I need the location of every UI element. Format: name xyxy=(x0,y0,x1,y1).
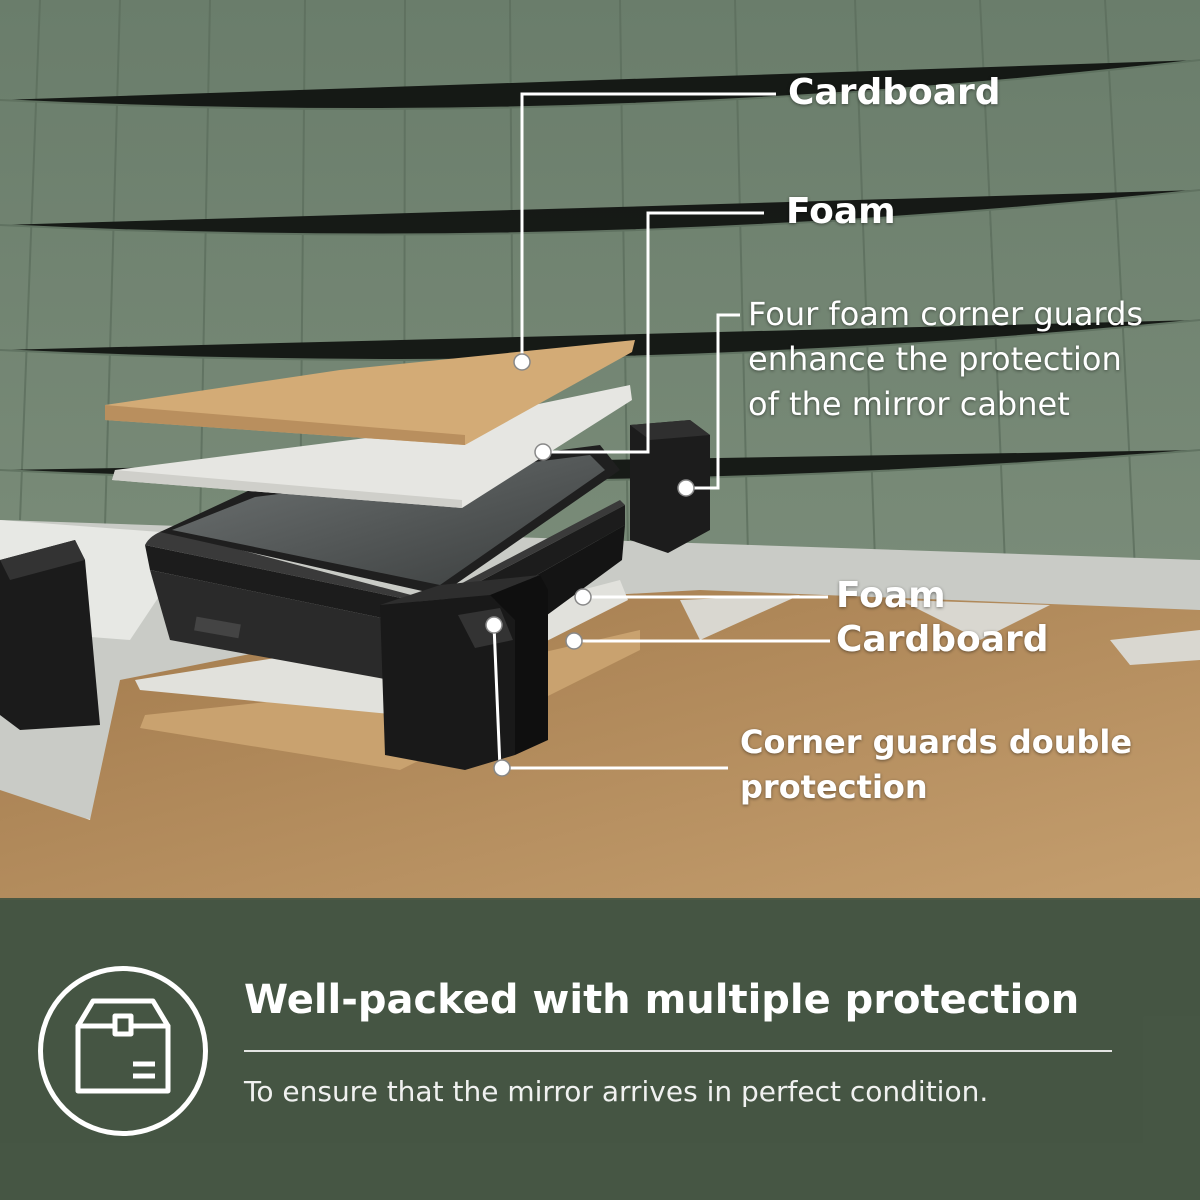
callout-corner-guards-line-3: of the mirror cabnet xyxy=(748,385,1070,423)
callout-bottom-cardboard: Cardboard xyxy=(836,619,1049,660)
callout-double-protection: Corner guards double protection xyxy=(740,720,1132,810)
tiled-wall xyxy=(0,0,1200,600)
callout-corner-guards-line-1: Four foam corner guards xyxy=(748,295,1144,333)
footer-subtitle: To ensure that the mirror arrives in per… xyxy=(244,1075,989,1108)
corner-guard-back-right xyxy=(630,420,710,553)
callout-double-protection-line-2: protection xyxy=(740,768,928,806)
footer-title: Well-packed with multiple protection xyxy=(244,977,1080,1023)
callout-dots xyxy=(485,353,695,777)
top-foam-edge xyxy=(112,470,462,508)
packaging-illustration xyxy=(0,0,1200,900)
corner-guard-left xyxy=(0,540,100,730)
corner-guard-front-right xyxy=(380,575,548,770)
package-box-icon xyxy=(38,966,208,1136)
callout-top-cardboard: Cardboard xyxy=(788,72,1001,113)
footer-divider xyxy=(244,1050,1112,1052)
callout-corner-guards-line-2: enhance the protection xyxy=(748,340,1122,378)
callout-corner-guards: Four foam corner guards enhance the prot… xyxy=(748,292,1143,427)
callout-double-protection-line-1: Corner guards double xyxy=(740,723,1133,761)
callout-bottom-foam: Foam xyxy=(836,575,946,616)
callout-top-foam: Foam xyxy=(786,191,896,232)
top-cardboard-edge xyxy=(105,405,465,445)
